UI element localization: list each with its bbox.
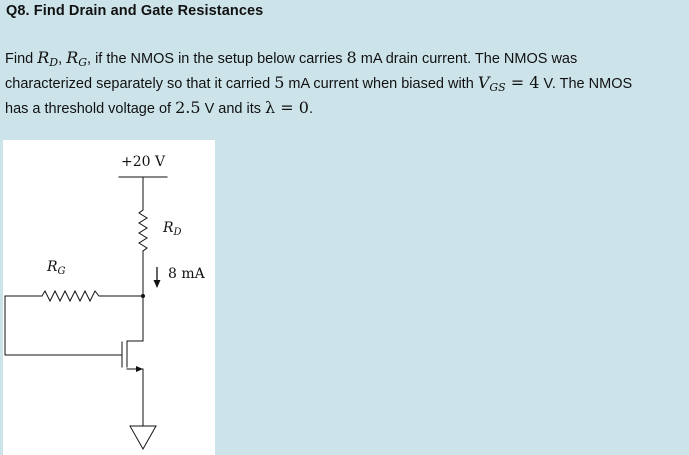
question-heading: Q8. Find Drain and Gate Resistances	[6, 3, 264, 19]
source-arrow	[136, 366, 143, 372]
lambda-equation: λ = 0	[265, 98, 309, 117]
problem-statement: Find RD, RG, if the NMOS in the setup be…	[5, 46, 685, 121]
gate-resistor	[41, 289, 105, 303]
rg-symbol: RG	[66, 48, 88, 69]
current-label: 8 mA	[168, 266, 205, 282]
drain-node-dot	[141, 294, 145, 298]
problem-line-1: Find RD, RG, if the NMOS in the setup be…	[5, 48, 578, 69]
rg-label: RG	[47, 259, 66, 277]
drain-resistor	[138, 209, 148, 252]
supply-label: +20 V	[121, 154, 166, 170]
rd-label: RD	[163, 220, 182, 238]
circuit-diagram: +20 V RD RG 8 mA	[3, 140, 215, 455]
problem-line-2: characterized separately so that it carr…	[5, 73, 633, 94]
current-arrow-head	[153, 280, 161, 288]
problem-line-3: has a threshold voltage of 2.5 V and its…	[5, 98, 313, 117]
rd-symbol: RD	[37, 48, 59, 69]
drain-current-value: 8	[346, 48, 357, 67]
threshold-voltage-value: 2.5	[175, 98, 201, 117]
characterized-current-value: 5	[274, 73, 285, 92]
ground-symbol	[129, 425, 157, 451]
gate-feedback-loop	[4, 295, 123, 356]
circuit-schematic	[4, 176, 168, 451]
vgs-symbol: VGS = 4	[477, 73, 540, 94]
